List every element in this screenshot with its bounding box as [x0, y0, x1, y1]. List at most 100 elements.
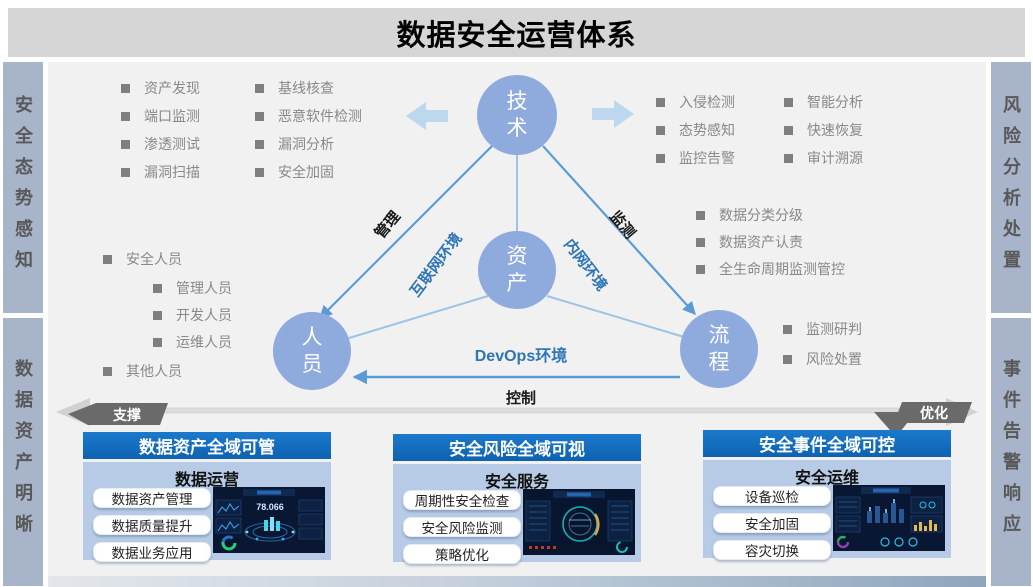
- dashboard-screenshot-security-ops: [833, 485, 945, 551]
- list-item: 智能分析: [784, 92, 863, 112]
- list-item: 基线核查: [255, 78, 362, 98]
- square-bullet-icon: [255, 83, 264, 93]
- list-tech-left-col2: 基线核查 恶意软件检测 漏洞分析 安全加固: [255, 78, 362, 190]
- list-item: 渗透测试: [121, 134, 200, 154]
- list-process-side: 监测研判 风险处置: [783, 319, 862, 379]
- optimize-down-arrowhead: [874, 412, 916, 437]
- square-bullet-icon: [255, 167, 264, 177]
- node-process: 流程: [680, 310, 758, 388]
- sidebar-label: 风险分析处置: [1001, 94, 1021, 281]
- edge-tech-process: [542, 145, 696, 315]
- node-personnel: 人员: [273, 312, 351, 390]
- feature-chip: 设备巡检: [713, 486, 831, 506]
- square-bullet-icon: [784, 125, 793, 135]
- square-bullet-icon: [784, 97, 793, 107]
- optimize-banner-shape: [894, 402, 972, 423]
- panel-subtitle: 数据运营: [174, 472, 239, 489]
- list-item: 风险处置: [783, 349, 862, 369]
- sidebar-label: 数据资产明晰: [13, 359, 33, 545]
- dashboard-screenshot-security-service: [523, 489, 635, 555]
- edge-asset-personnel: [348, 295, 489, 339]
- square-bullet-icon: [656, 125, 665, 135]
- list-tech-left-col1: 资产发现 端口监测 渗透测试 漏洞扫描: [121, 78, 200, 190]
- panel-data-asset: 数据资产全域可管 数据运营 数据资产管理 数据质量提升 数据业务应用: [83, 432, 331, 562]
- list-item: 态势感知: [656, 120, 735, 140]
- bottom-strip: [48, 576, 986, 587]
- panel-body: 数据运营 数据资产管理 数据质量提升 数据业务应用 78.066: [83, 462, 331, 562]
- panel-body: 安全服务 周期性安全检查 安全风险监测 策略优化: [393, 464, 641, 564]
- edge-label-devops: DevOps环境: [474, 348, 568, 365]
- chip-column: 数据资产管理 数据质量提升 数据业务应用: [93, 488, 213, 569]
- panel-header: 数据资产全域可管: [83, 432, 331, 459]
- feature-chip: 容灾切换: [713, 540, 831, 560]
- square-bullet-icon: [103, 254, 112, 264]
- list-item: 漏洞分析: [255, 134, 362, 154]
- list-item: 管理人员: [153, 278, 232, 298]
- sidebar-label: 安全态势感知: [13, 94, 33, 281]
- panel-header: 安全事件全域可控: [703, 430, 951, 457]
- edge-tech-personnel: [319, 145, 493, 319]
- list-item: 快速恢复: [784, 120, 863, 140]
- feature-chip: 数据资产管理: [93, 488, 211, 508]
- node-asset: 资产: [478, 231, 556, 309]
- list-item: 其他人员: [103, 361, 182, 381]
- list-tech-right-col1: 入侵检测 态势感知 监控告警: [656, 92, 735, 176]
- panel-body: 安全运维 设备巡检 安全加固 容灾切换: [703, 460, 951, 560]
- feature-chip: 数据业务应用: [93, 542, 211, 562]
- arrow-right-icon: [592, 100, 634, 128]
- list-item: 监控告警: [656, 148, 735, 168]
- edge-asset-process: [546, 295, 685, 338]
- arrow-left-icon: [406, 102, 448, 130]
- square-bullet-icon: [656, 97, 665, 107]
- title-bar: 数据安全运营体系: [8, 8, 1025, 57]
- square-bullet-icon: [153, 337, 162, 347]
- square-bullet-icon: [783, 324, 792, 334]
- square-bullet-icon: [656, 153, 665, 163]
- list-item: 恶意软件检测: [255, 106, 362, 126]
- edge-label-control: 控制: [505, 390, 536, 407]
- list-item: 资产发现: [121, 78, 200, 98]
- square-bullet-icon: [121, 111, 130, 121]
- optimize-banner: 优化: [920, 405, 948, 421]
- dashboard-big-number: 78.066: [256, 502, 284, 512]
- square-bullet-icon: [103, 366, 112, 376]
- panel-subtitle: 安全服务: [484, 474, 549, 491]
- list-item: 数据资产认责: [696, 232, 845, 252]
- square-bullet-icon: [255, 139, 264, 149]
- square-bullet-icon: [121, 83, 130, 93]
- list-item: 入侵检测: [656, 92, 735, 112]
- list-item: 全生命周期监测管控: [696, 259, 845, 279]
- feature-chip: 安全加固: [713, 513, 831, 533]
- square-bullet-icon: [696, 264, 705, 274]
- panel-security-event: 安全事件全域可控 安全运维 设备巡检 安全加固 容灾切换: [703, 430, 951, 560]
- list-item: 安全加固: [255, 162, 362, 182]
- square-bullet-icon: [255, 111, 264, 121]
- square-bullet-icon: [121, 139, 130, 149]
- list-item: 运维人员: [153, 332, 232, 352]
- support-banner: 支撑: [113, 407, 141, 423]
- sidebar-event-alert: 事件告警响应: [991, 318, 1031, 586]
- list-item: 审计溯源: [784, 148, 863, 168]
- list-item: 端口监测: [121, 106, 200, 126]
- dashboard-screenshot-data-ops: 78.066: [213, 487, 325, 553]
- square-bullet-icon: [784, 153, 793, 163]
- node-technology: 技术: [477, 75, 557, 155]
- band-line: [65, 407, 972, 414]
- panel-header: 安全风险全域可视: [393, 434, 641, 461]
- sidebar-security-posture: 安全态势感知: [3, 62, 43, 313]
- square-bullet-icon: [696, 210, 705, 220]
- page-title: 数据安全运营体系: [396, 19, 637, 52]
- square-bullet-icon: [696, 237, 705, 247]
- feature-chip: 策略优化: [403, 544, 521, 564]
- support-banner-shape: [68, 403, 168, 425]
- sidebar-risk-analysis: 风险分析处置: [991, 62, 1031, 313]
- panel-subtitle: 安全运维: [794, 470, 859, 487]
- sidebar-data-asset-clarity: 数据资产明晰: [3, 318, 43, 586]
- panel-security-risk: 安全风险全域可视 安全服务 周期性安全检查 安全风险监测 策略优化: [393, 434, 641, 564]
- sidebar-label: 事件告警响应: [1001, 359, 1021, 545]
- square-bullet-icon: [153, 283, 162, 293]
- list-item: 漏洞扫描: [121, 162, 200, 182]
- list-asset-governance: 数据分类分级 数据资产认责 全生命周期监测管控: [696, 205, 845, 286]
